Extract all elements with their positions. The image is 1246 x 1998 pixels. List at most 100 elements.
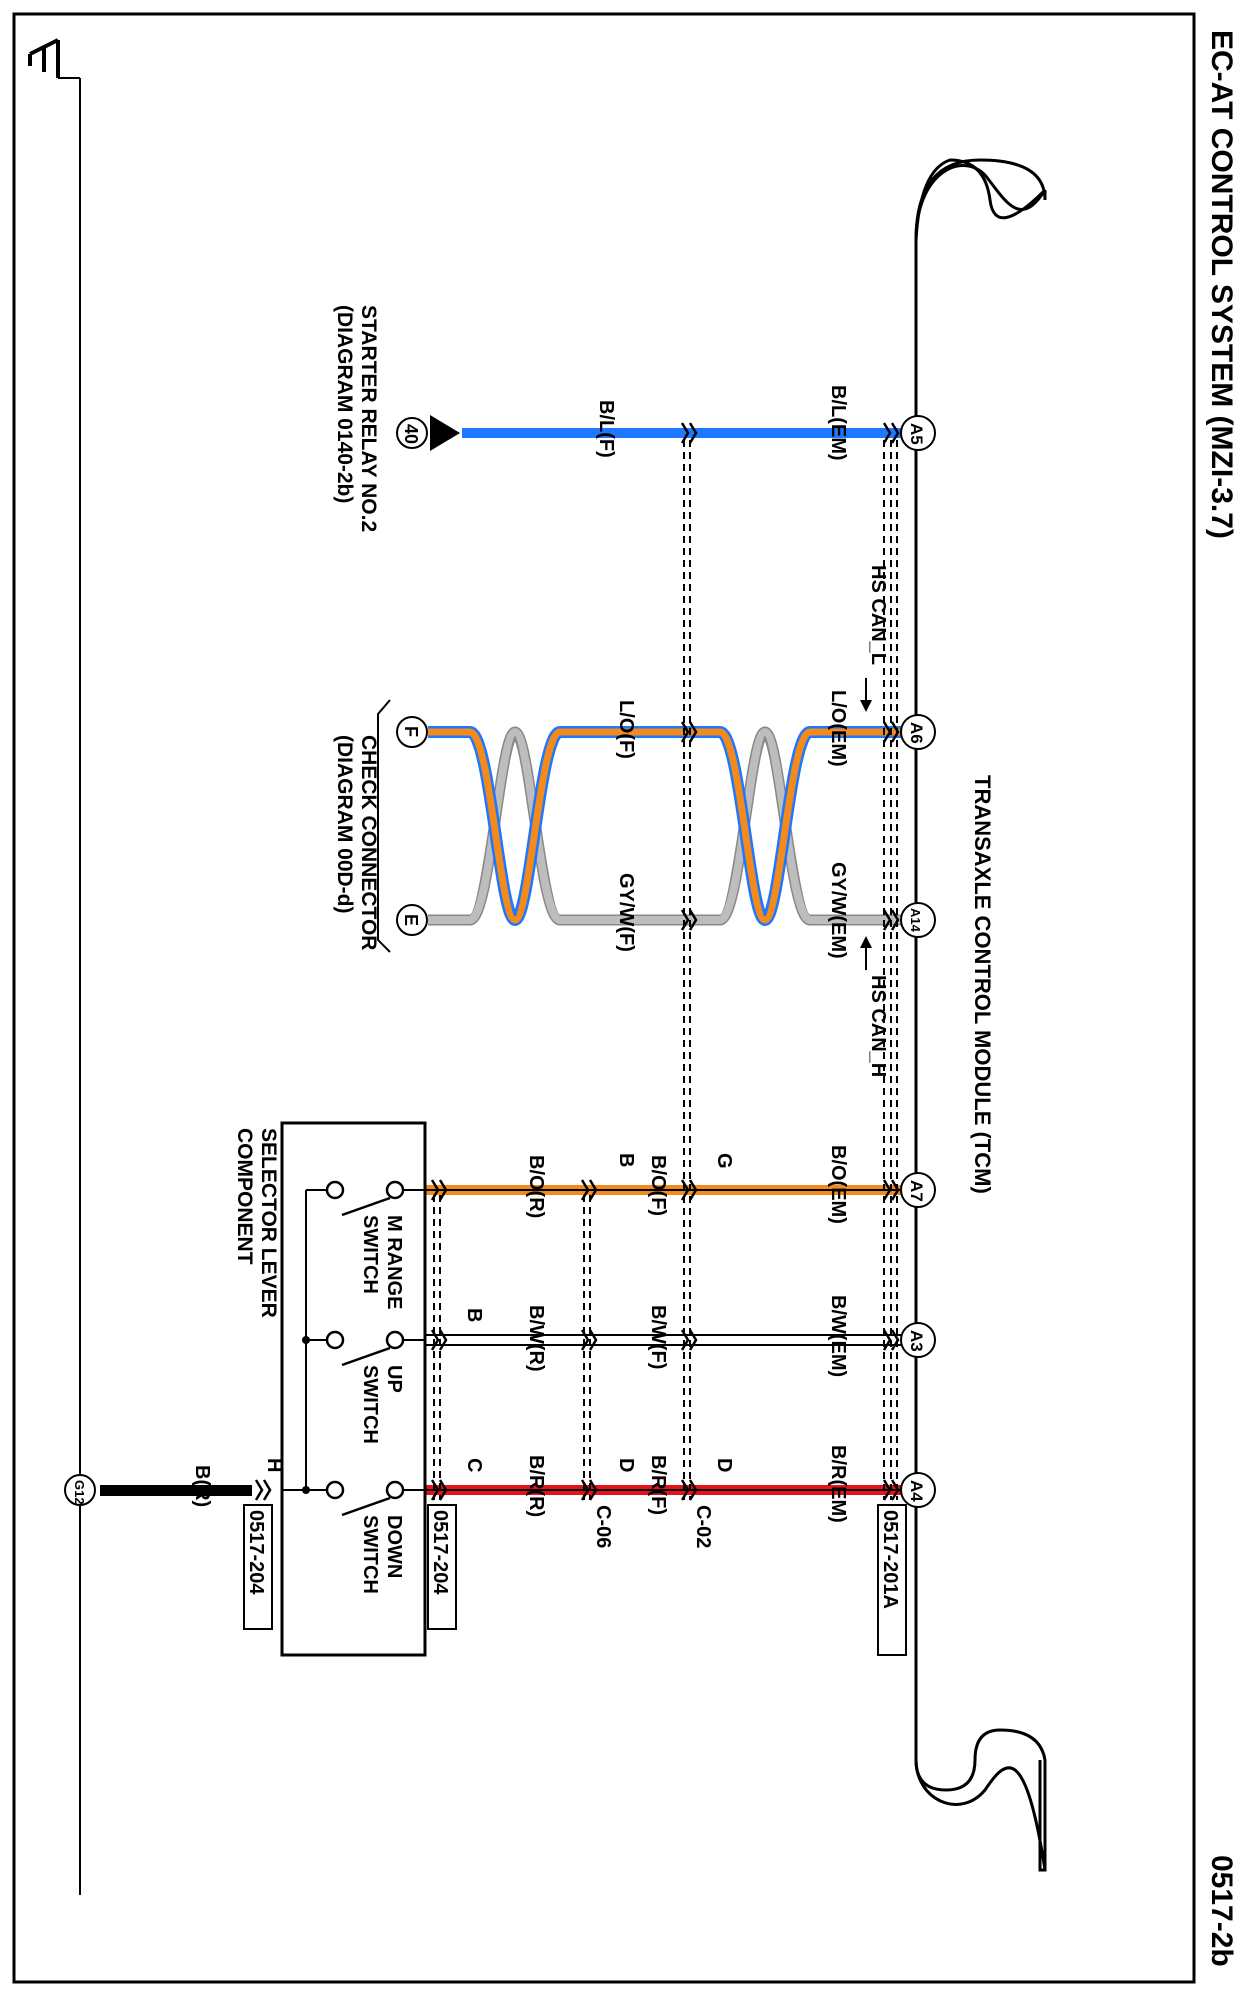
arrow-down-icon [860, 678, 872, 712]
tcm-pin-circle-a4 [900, 1472, 936, 1508]
check-diagram: (DIAGRAM 00D-d) [333, 735, 356, 914]
selector-name-2: COMPONENT [233, 1128, 256, 1265]
arrow-left-icon [430, 415, 460, 451]
check-bracket [377, 699, 391, 953]
can-low-label: HS CAN_L [867, 565, 889, 665]
sw-chevron-1 [430, 1329, 448, 1351]
check-pin-f: F [401, 726, 421, 737]
c06-label: C-06 [592, 1505, 614, 1548]
ground-ref: G12 [72, 1480, 87, 1505]
c06-chevron-2 [580, 1479, 598, 1501]
c02-label: C-02 [692, 1505, 714, 1548]
sw-chevron-2 [430, 1479, 448, 1501]
tcm-pin-label-a4: A4 [907, 1480, 926, 1502]
m-range-label-2: SWITCH [359, 1215, 381, 1294]
tcm-pin-label-a3: A3 [907, 1330, 926, 1352]
ground-pin-h: H [263, 1458, 285, 1472]
wire-label-a5-em: B/L(EM) [827, 385, 849, 461]
tcm-label: TRANSAXLE CONTROL MODULE (TCM) [970, 775, 995, 1194]
starter-name: STARTER RELAY NO.2 [357, 305, 380, 532]
down-switch-icon [325, 1480, 405, 1517]
c06-pin-b: B [615, 1153, 637, 1167]
tcm-chevron-3 [882, 1179, 900, 1201]
tcm-connector-tag: 0517-201A [877, 1504, 907, 1656]
tcm-chevron-5 [882, 1479, 900, 1501]
wire-label-a6-f: L/O(F) [615, 700, 637, 759]
c02-chevron-4 [680, 1329, 698, 1351]
check-name: CHECK CONNECTOR [357, 735, 380, 950]
wire-label-a7-r: B/O(R) [525, 1155, 547, 1218]
m-range-label-1: M RANGE [383, 1215, 405, 1309]
page-title: EC-AT CONTROL SYSTEM (MZI-3.7) [1205, 30, 1238, 539]
tcm-pin-circle-a7 [900, 1172, 936, 1208]
up-label-2: SWITCH [359, 1365, 381, 1444]
c02-pin-d: D [713, 1458, 735, 1472]
c06-chevron-0 [580, 1179, 598, 1201]
tcm-pin-label-a5: A5 [907, 423, 926, 445]
ground-ref-circle [64, 1474, 96, 1506]
starter-ref-circle [396, 417, 428, 449]
c02-chevron-1 [680, 721, 698, 743]
selector-name-1: SELECTOR LEVER [257, 1128, 280, 1318]
wire-label-a7-f: B/O(F) [647, 1155, 669, 1216]
check-pin-f-circle [396, 716, 428, 748]
c02-pin-g: G [713, 1153, 735, 1169]
down-label-1: DOWN [383, 1515, 405, 1578]
c02-chevron-0 [680, 422, 698, 444]
tcm-chevron-0 [882, 422, 900, 444]
wire-a14-gray [428, 727, 902, 924]
ground-connector-tag: 0517-204 [243, 1504, 273, 1630]
tcm-pin-label-a14: A14 [908, 908, 923, 933]
c02-chevron-2 [680, 909, 698, 931]
wire-a5-blue [462, 428, 902, 438]
wire-label-a3-f: B/W(F) [647, 1305, 669, 1369]
tcm-pin-circle-a3 [900, 1322, 936, 1358]
page-code: 0517-2b [1205, 1855, 1238, 1967]
c06-pin-d: D [615, 1458, 637, 1472]
wire-label-a5-f: B/L(F) [595, 400, 617, 458]
arrow-up-icon [860, 936, 872, 970]
up-switch-icon [325, 1330, 405, 1367]
wire-label-a14-f: GY/W(F) [615, 873, 637, 952]
switch-connector-label: 0517-204 [429, 1510, 451, 1595]
switch-pin-c: C [463, 1458, 485, 1472]
ground-wire [100, 1485, 252, 1496]
wire-label-a7-em: B/O(EM) [827, 1145, 849, 1224]
wire-label-a4-r: B/R(R) [525, 1455, 547, 1517]
starter-diagram: (DIAGRAM 0140-2b) [333, 305, 356, 503]
wire-a6-orange [428, 728, 902, 924]
wire-label-a3-r: B/W(R) [525, 1305, 547, 1372]
tcm-pin-label-a6: A6 [907, 722, 926, 744]
page-border [12, 12, 1196, 1984]
wire-label-a4-em: B/R(EM) [827, 1445, 849, 1523]
tcm-pin-circle-a6 [900, 714, 936, 750]
switch-connector-tag: 0517-204 [427, 1504, 457, 1630]
ground-connector-label: 0517-204 [245, 1510, 267, 1595]
ground-symbol-icon [28, 38, 60, 78]
up-label-1: UP [383, 1365, 405, 1393]
wire-label-a6-em: L/O(EM) [827, 690, 849, 767]
tcm-pin-circle-a5 [900, 415, 936, 451]
m-range-switch-icon [325, 1180, 405, 1217]
selector-lever-box [280, 1121, 427, 1657]
c02-chevron-5 [680, 1479, 698, 1501]
tcm-chevron-1 [882, 721, 900, 743]
c06-chevron-1 [580, 1329, 598, 1351]
tcm-chevron-2 [882, 909, 900, 931]
check-pin-e: E [401, 914, 421, 926]
wire-label-a14-em: GY/W(EM) [827, 862, 849, 959]
tcm-pin-circle-a14 [900, 902, 936, 938]
down-label-2: SWITCH [359, 1515, 381, 1594]
switch-pin-b: B [463, 1308, 485, 1322]
gnd-chevron [254, 1479, 272, 1501]
tcm-chevron-4 [882, 1329, 900, 1351]
wire-label-a3-em: B/W(EM) [827, 1295, 849, 1377]
can-high-label: HS CAN_H [867, 975, 889, 1077]
c02-chevron-3 [680, 1179, 698, 1201]
check-pin-e-circle [396, 904, 428, 936]
sw-chevron-0 [430, 1179, 448, 1201]
starter-ref: 40 [401, 424, 421, 444]
tcm-connector-label: 0517-201A [879, 1510, 901, 1609]
tcm-pin-label-a7: A7 [907, 1180, 926, 1202]
